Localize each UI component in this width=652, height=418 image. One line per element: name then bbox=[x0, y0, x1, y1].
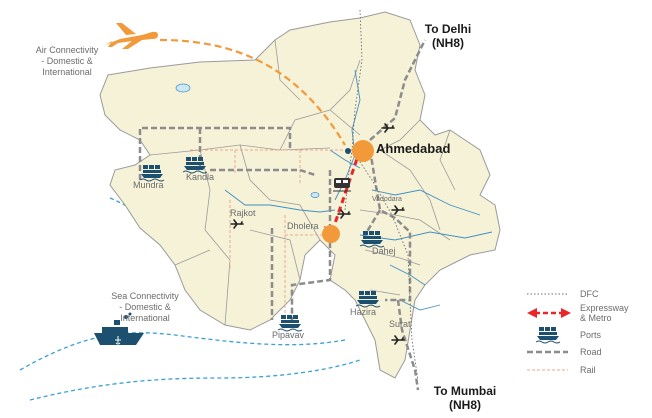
ahmedabad-hub bbox=[352, 140, 374, 162]
port-icon-pipavav bbox=[277, 314, 303, 332]
air-connectivity-label: Air Connectivity - Domestic & Internatio… bbox=[26, 45, 108, 78]
rail-lines bbox=[190, 149, 352, 330]
air-connectivity-line1: Air Connectivity bbox=[35, 45, 99, 55]
to-delhi-line2: (NH8) bbox=[432, 36, 464, 50]
port-ship-icon bbox=[535, 326, 561, 344]
lake bbox=[175, 83, 191, 93]
air-route-line bbox=[159, 38, 346, 146]
city-label-kandla: Kandla bbox=[186, 172, 215, 182]
city-label-hazira: Hazira bbox=[350, 307, 377, 317]
city-label-dahej: Dahej bbox=[372, 246, 396, 256]
sea-ship-icon bbox=[94, 312, 144, 345]
ahmedabad-point bbox=[345, 148, 351, 154]
district-borders bbox=[149, 39, 456, 326]
city-label-mundra: Mundra bbox=[133, 180, 164, 190]
city-label-dholera: Dholera bbox=[287, 221, 319, 231]
air-connectivity-line3: International bbox=[42, 67, 92, 77]
city-label-ahmedabad: Ahmedabad bbox=[376, 141, 451, 156]
plane-icon bbox=[105, 23, 158, 50]
metro-train-icon bbox=[333, 178, 351, 192]
city-label-vadodara: Vadodara bbox=[372, 196, 402, 203]
sea-route-line bbox=[29, 359, 361, 401]
sea-connectivity-line1: Sea Connectivity bbox=[111, 291, 179, 301]
to-delhi-label: To Delhi (NH8) bbox=[418, 22, 478, 50]
rivers bbox=[224, 69, 493, 311]
road-network bbox=[138, 39, 427, 391]
legend-label-expressway-line1: Expressway bbox=[580, 303, 629, 313]
sea-route-line bbox=[19, 332, 346, 371]
city-label-surat: Surat bbox=[389, 319, 411, 329]
to-mumbai-label: To Mumbai (NH8) bbox=[426, 384, 504, 412]
dholera-hub bbox=[322, 225, 340, 243]
legend bbox=[527, 293, 571, 371]
sea-connectivity-label: Sea Connectivity - Domestic & Internatio… bbox=[100, 291, 190, 324]
expressway-arrow-icon bbox=[527, 308, 571, 318]
sea-connectivity-line3: International bbox=[120, 313, 170, 323]
legend-label-expressway-line2: & Metro bbox=[580, 313, 612, 323]
legend-label-road: Road bbox=[580, 347, 602, 357]
legend-label-rail: Rail bbox=[580, 365, 596, 375]
to-mumbai-line1: To Mumbai bbox=[433, 384, 497, 398]
sea-connectivity-line2: - Domestic & bbox=[119, 302, 171, 312]
city-label-pipavav: Pipavav bbox=[272, 330, 305, 340]
city-label-rajkot: Rajkot bbox=[230, 208, 256, 218]
to-mumbai-line2: (NH8) bbox=[449, 398, 481, 412]
legend-label-dfc: DFC bbox=[580, 289, 599, 299]
legend-label-ports: Ports bbox=[580, 330, 602, 340]
air-connectivity-line2: - Domestic & bbox=[41, 56, 93, 66]
to-delhi-line1: To Delhi bbox=[424, 22, 472, 36]
lake bbox=[310, 192, 320, 198]
legend-label-expressway: Expressway & Metro bbox=[580, 303, 629, 323]
